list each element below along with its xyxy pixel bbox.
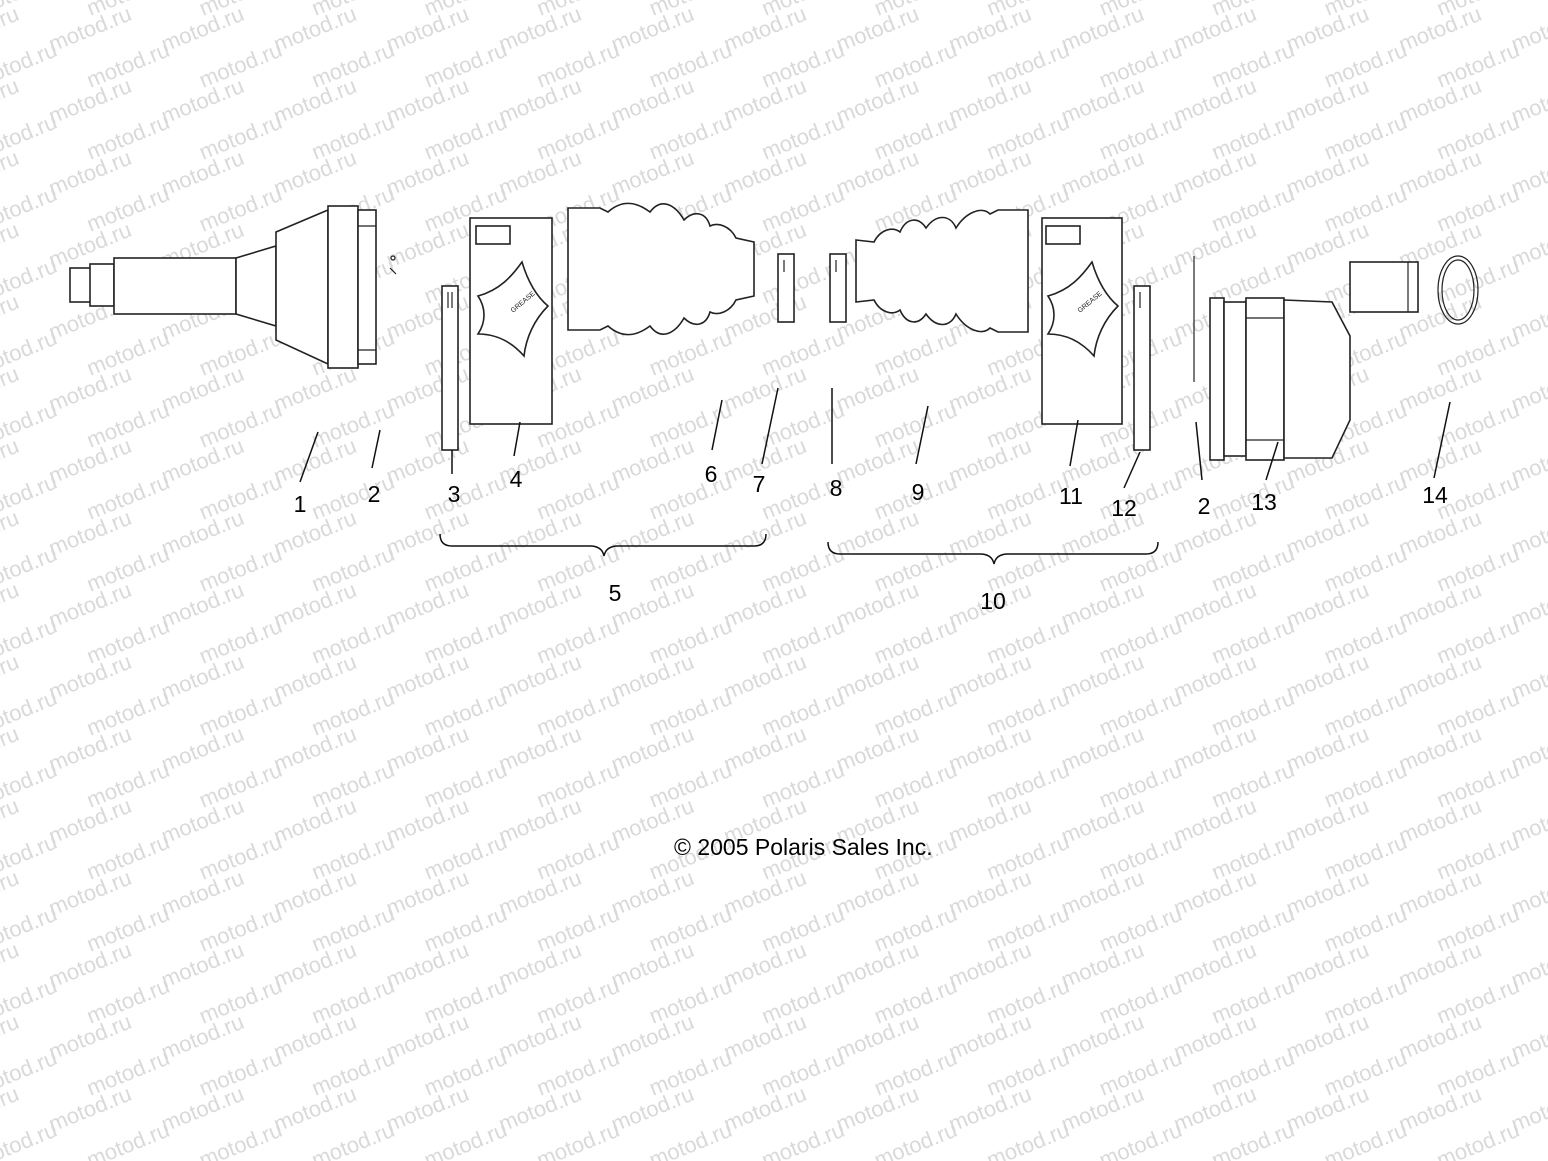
- callout-8: 8: [830, 475, 843, 501]
- part-13-inner-cv-joint[interactable]: [1209, 261, 1419, 461]
- callout-2-right: 2: [1198, 493, 1211, 519]
- watermark-text: motod.ru: [83, 1117, 173, 1161]
- watermark-text: motod.ru: [421, 1117, 511, 1161]
- brace-kit-10: [827, 541, 1159, 565]
- leader-lines: [299, 387, 1451, 489]
- watermark-text: motod.ru: [1433, 1117, 1523, 1161]
- watermark-text: motod.ru: [0, 1081, 22, 1137]
- watermark-text: motod.ru: [0, 73, 22, 129]
- watermark-text: motod.ru: [0, 937, 22, 993]
- callout-1: 1: [294, 491, 307, 517]
- watermark-text: motod.ru: [0, 361, 22, 417]
- part-8-small-clamp[interactable]: [829, 253, 847, 323]
- watermark-text: motod.ru: [196, 1117, 286, 1161]
- watermark-text: motod.ru: [983, 1117, 1073, 1161]
- watermark-text: motod.ru: [0, 505, 22, 561]
- watermark-text: motod.ru: [0, 577, 22, 633]
- copyright-notice: © 2005 Polaris Sales Inc.: [674, 834, 933, 860]
- part-4-grease-packet[interactable]: GREASE: [469, 217, 553, 425]
- watermark-text: motod.ru: [1096, 1117, 1186, 1161]
- watermark-text: motod.ru: [0, 865, 22, 921]
- watermark-text: motod.ru: [871, 1117, 961, 1161]
- watermark-text: motod.ru: [1208, 1117, 1298, 1161]
- part-2-circlip-left[interactable]: [389, 255, 397, 275]
- part-3-boot-clamp[interactable]: [441, 285, 459, 451]
- callout-9: 9: [912, 479, 925, 505]
- watermark-text: motod.ru: [758, 1117, 848, 1161]
- part-11-grease-packet[interactable]: GREASE: [1041, 217, 1123, 425]
- watermark-text: motod.ru: [0, 793, 22, 849]
- watermark-text: motod.ru: [0, 289, 22, 345]
- watermark-text: motod.ru: [0, 649, 22, 705]
- watermark-text: motod.ru: [0, 217, 22, 273]
- watermark-text: motod.ru: [0, 721, 22, 777]
- callout-7: 7: [753, 471, 766, 497]
- watermark-text: motod.ru: [0, 1009, 22, 1065]
- watermark-text: motod.ru: [0, 1, 22, 57]
- part-12-boot-clamp[interactable]: [1133, 285, 1151, 451]
- watermark-text: motod.ru: [0, 1117, 60, 1161]
- callout-3: 3: [448, 481, 461, 507]
- watermark-text: motod.ru: [0, 433, 22, 489]
- part-14-snap-ring[interactable]: [1437, 255, 1479, 325]
- callout-2-left: 2: [368, 481, 381, 507]
- callout-labels: 1 2 3 4 5 6 7 8 9 10 11 12 2 13 14: [294, 461, 1448, 614]
- watermark-text: motod.ru: [0, 145, 22, 201]
- part-9-inner-boot[interactable]: [855, 209, 1029, 333]
- part-6-outer-boot[interactable]: [567, 202, 755, 336]
- callout-14: 14: [1422, 482, 1448, 508]
- callout-12: 12: [1111, 495, 1137, 521]
- brace-kit-5: [439, 533, 767, 557]
- callout-5: 5: [609, 580, 622, 606]
- callout-6: 6: [705, 461, 718, 487]
- watermark-text: motod.ru: [646, 1117, 736, 1161]
- callout-11: 11: [1059, 483, 1083, 509]
- part-7-small-clamp[interactable]: [777, 253, 795, 323]
- callout-10: 10: [980, 588, 1006, 614]
- watermark-text: motod.ru: [533, 1117, 623, 1161]
- watermark-text: motod.ru: [308, 1117, 398, 1161]
- part-1-outer-cv-joint[interactable]: [69, 205, 377, 369]
- callout-4: 4: [510, 466, 523, 492]
- watermark-text: motod.ru: [1321, 1117, 1411, 1161]
- callout-13: 13: [1251, 489, 1277, 515]
